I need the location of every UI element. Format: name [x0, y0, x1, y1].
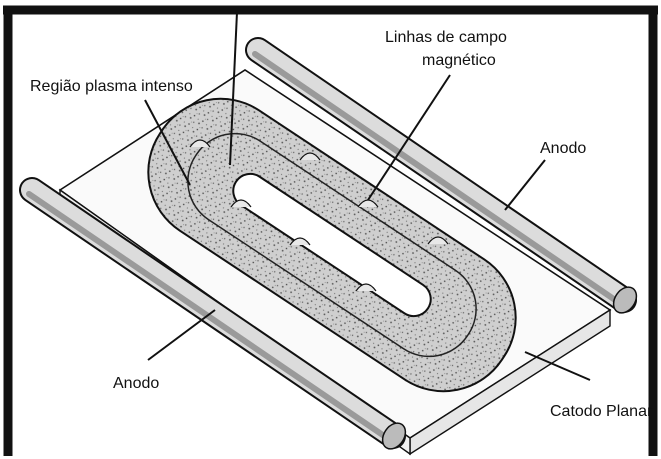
- cathode-label: Catodo Planar: [550, 403, 653, 420]
- plasma-region-label: Região plasma intenso: [30, 78, 193, 95]
- anode-left-label: Anodo: [113, 375, 159, 392]
- field-lines-label-line1: Linhas de campo: [385, 29, 507, 46]
- field-lines-label-line2: magnético: [422, 52, 496, 69]
- anode-right-label: Anodo: [540, 140, 586, 157]
